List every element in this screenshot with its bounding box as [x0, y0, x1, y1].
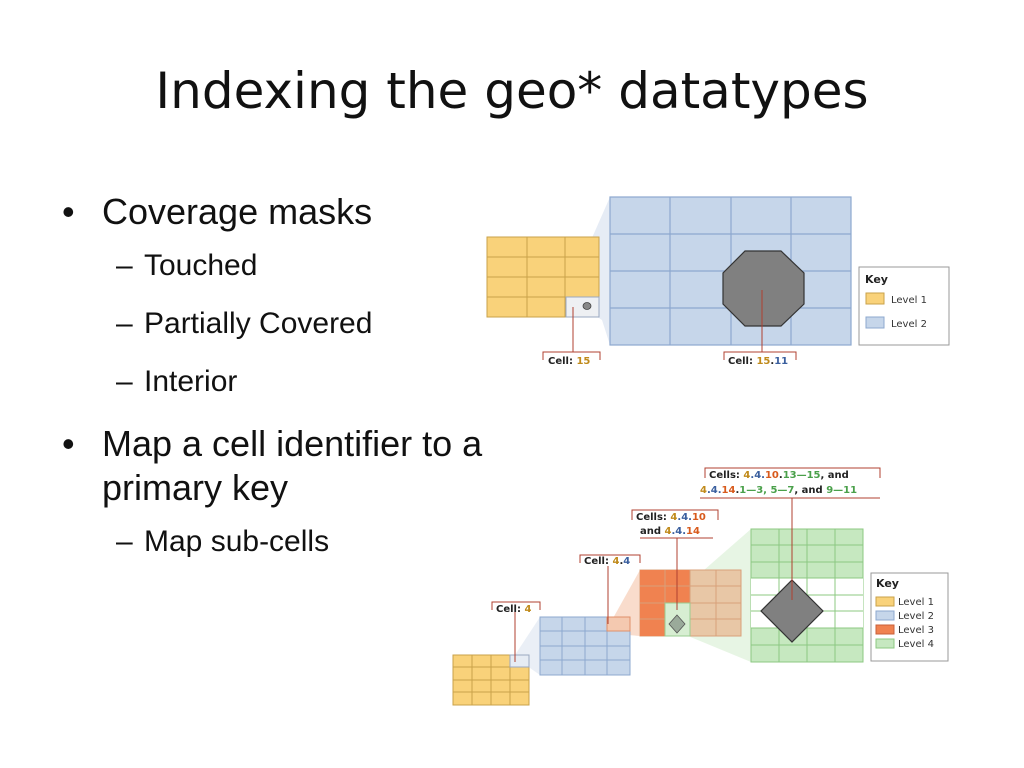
- bullet-list: • Coverage masks – Touched – Partially C…: [60, 190, 490, 582]
- cell-separator: .: [619, 556, 623, 567]
- svg-text:and 4.4.14: and 4.4.14: [640, 526, 700, 537]
- key-swatch-level2: [875, 610, 895, 621]
- level2-grid: [609, 196, 852, 346]
- level1-grid: [486, 236, 600, 318]
- svg-text:Cell: 15.11: Cell: 15.11: [728, 356, 788, 367]
- cell-number: 15: [576, 356, 590, 367]
- cell-number: 4: [743, 470, 750, 481]
- callout-cells-level4: Cells: 4.4.10.13—15, and 4.4.14.1—3, 5—7…: [700, 467, 881, 499]
- key-swatch-level3: [875, 624, 895, 635]
- bottom-key: Key Level 1 Level 2 Level 3 Level 4: [870, 572, 949, 662]
- bullet-dot: •: [62, 191, 75, 232]
- cell-number: 15: [756, 356, 770, 367]
- cell-number: .4.: [750, 470, 765, 481]
- cell-separator: .: [770, 356, 774, 367]
- callout-cell-4: Cell: 4: [491, 601, 541, 615]
- cell-number: 14: [722, 485, 736, 496]
- cell-number: 4: [623, 556, 630, 567]
- key-swatch-level1: [875, 596, 895, 607]
- key-item: Level 1: [898, 597, 934, 608]
- sub-bullet-touched: – Touched: [60, 248, 490, 284]
- svg-text:Cells: 4.4.10.13—15, and: Cells: 4.4.10.13—15, and: [709, 470, 849, 481]
- bullet-text: Coverage masks: [102, 191, 373, 232]
- cell-number: 14: [686, 526, 700, 537]
- sub-bullet-text: Interior: [144, 365, 238, 398]
- cell-separator: .: [735, 485, 739, 496]
- sub-bullet-dash: –: [116, 365, 133, 398]
- bullet-dot: •: [62, 423, 75, 464]
- cell-number: 4: [700, 485, 707, 496]
- sub-bullet-partially-covered: – Partially Covered: [60, 306, 490, 342]
- callout-cells-4-4-10: Cells: 4.4.10 and 4.4.14: [631, 509, 719, 539]
- key-swatch-level1: [865, 292, 885, 305]
- callout-prefix: Cell:: [584, 556, 612, 567]
- bottom-diagram: Cell: 4 Cell: 4.4 Cells: 4.4.10 and 4.4.…: [452, 467, 949, 706]
- callout-prefix: Cell:: [728, 356, 756, 367]
- cell-number: 4: [612, 556, 619, 567]
- sub-bullet-interior: – Interior: [60, 364, 490, 400]
- level2-grid-bottom: [539, 616, 631, 676]
- cell-number: 4: [670, 512, 677, 523]
- tiny-shape: [582, 302, 592, 310]
- svg-text:Cell: 4: Cell: 4: [496, 604, 531, 615]
- top-key: Key Level 1 Level 2: [858, 266, 950, 346]
- sub-bullet-dash: –: [116, 307, 133, 340]
- svg-text:Cell: 15: Cell: 15: [548, 356, 590, 367]
- cell-number: .4.: [671, 526, 686, 537]
- cell-number: 10: [765, 470, 779, 481]
- level4-grid-bottom: [750, 528, 864, 663]
- cell-number: 10: [692, 512, 706, 523]
- sub-bullet-map-sub-cells: – Map sub-cells: [60, 524, 490, 560]
- key-swatch-level4: [875, 638, 895, 649]
- callout-prefix: Cell:: [496, 604, 524, 615]
- cell-separator: .: [779, 470, 783, 481]
- cell-number: 4: [665, 526, 672, 537]
- svg-text:4.4.14.1—3, 5—7, and 9—11: 4.4.14.1—3, 5—7, and 9—11: [700, 485, 857, 496]
- key-item: Level 2: [898, 611, 934, 622]
- cell-number: .4.: [707, 485, 722, 496]
- callout-text: , and: [794, 485, 826, 496]
- key-title: Key: [876, 577, 899, 590]
- level3-grid-bottom: [639, 569, 742, 637]
- callout-cell-15: Cell: 15: [542, 351, 601, 367]
- callout-cell-4-4: Cell: 4.4: [579, 554, 641, 567]
- svg-text:Cell: 4.4: Cell: 4.4: [584, 556, 630, 567]
- sub-bullet-dash: –: [116, 525, 133, 558]
- callout-prefix: Cells:: [636, 512, 670, 523]
- svg-text:Cells: 4.4.10: Cells: 4.4.10: [636, 512, 706, 523]
- callout-prefix: Cell:: [548, 356, 576, 367]
- key-title: Key: [865, 273, 888, 286]
- sub-bullet-text: Partially Covered: [144, 307, 373, 340]
- octagon-shape: [722, 250, 805, 327]
- callout-text: , and: [821, 470, 849, 481]
- small-diamond: [668, 614, 686, 634]
- cell-number: .4.: [677, 512, 692, 523]
- key-item: Level 4: [898, 639, 934, 650]
- cell-number: 4: [524, 604, 531, 615]
- top-diagram: Cell: 15 Cell: 15.11 Key Level 1 Level 2: [486, 196, 950, 367]
- sub-bullet-dash: –: [116, 249, 133, 282]
- bullet-map-cell-identifier: • Map a cell identifier to a primary key: [60, 422, 490, 510]
- bullet-coverage-masks: • Coverage masks: [60, 190, 490, 234]
- large-diamond: [760, 579, 824, 643]
- callout-cell-15-11: Cell: 15.11: [723, 351, 797, 367]
- key-item: Level 3: [898, 625, 934, 636]
- sub-bullet-text: Map sub-cells: [144, 525, 330, 558]
- cell-number: 13—15: [783, 470, 821, 481]
- key-item: Level 1: [891, 295, 927, 306]
- slide-title: Indexing the geo* datatypes: [155, 62, 869, 120]
- bullet-text: Map a cell identifier to a primary key: [102, 423, 483, 508]
- cell-number: 9—11: [826, 485, 857, 496]
- callout-prefix: and: [640, 526, 665, 537]
- cell-number: 11: [774, 356, 788, 367]
- level1-grid-bottom: [452, 654, 530, 706]
- key-item: Level 2: [891, 319, 927, 330]
- sub-bullet-text: Touched: [144, 249, 258, 282]
- callout-prefix: Cells:: [709, 470, 743, 481]
- key-swatch-level2: [865, 316, 885, 329]
- cell-number: 1—3, 5—7: [739, 485, 794, 496]
